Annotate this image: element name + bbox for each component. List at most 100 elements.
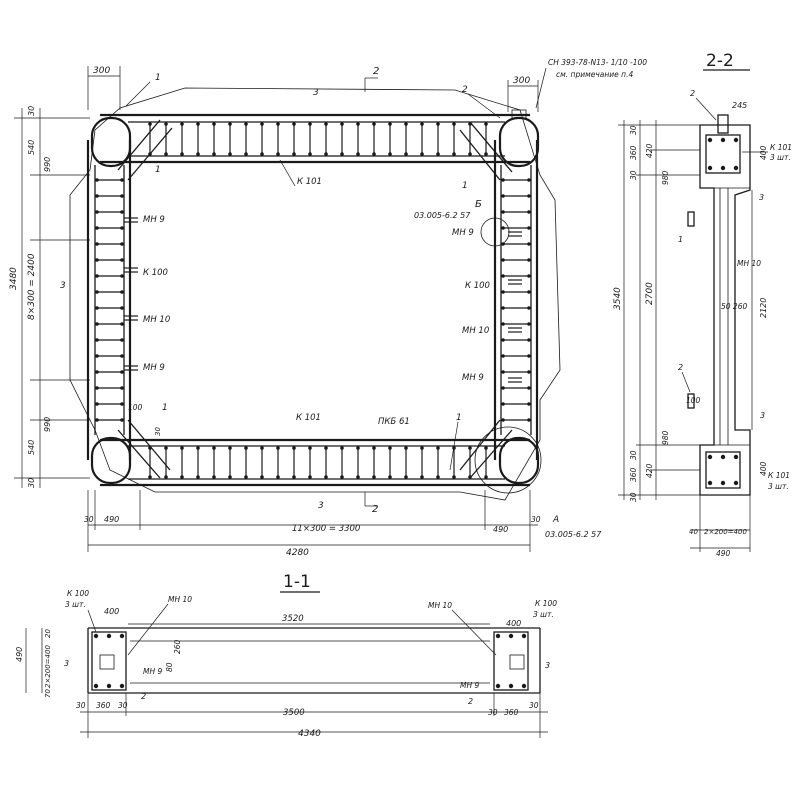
- right-column: [493, 140, 539, 460]
- bar-dot: [95, 370, 99, 374]
- embedded-plates: [124, 217, 522, 383]
- s11-label-3-left: 3: [64, 659, 69, 668]
- bar-dot: [276, 122, 280, 126]
- s22-label-2-top: 2: [690, 89, 695, 98]
- bar-dot: [119, 633, 125, 639]
- s22-dim-2120: 2120: [759, 298, 768, 318]
- bar-dot: [707, 137, 713, 143]
- bar-dot: [527, 210, 531, 214]
- section-1-1-bars: [93, 633, 527, 689]
- bar-dot: [404, 475, 408, 479]
- plan-left-dimensions: 30 540 990 3480 8×300 = 2400 990 540 30 …: [9, 106, 90, 488]
- bar-dot: [120, 242, 124, 246]
- bar-dot: [495, 633, 501, 639]
- label-3-top: 3: [313, 88, 319, 98]
- bar-dot: [292, 446, 296, 450]
- bar-dot: [340, 475, 344, 479]
- bar-dot: [244, 475, 248, 479]
- label-1-top-right: 1: [462, 181, 468, 191]
- corner-loops: [90, 116, 540, 485]
- s22-dim-2700: 2700: [645, 282, 655, 305]
- bar-dot: [501, 322, 505, 326]
- s11-dim-30c: 30: [488, 708, 498, 717]
- bar-dot: [228, 152, 232, 156]
- s11-dim-30b: 30: [118, 701, 128, 710]
- bar-dot: [308, 446, 312, 450]
- bar-dot: [501, 418, 505, 422]
- s22-dim-245: 245: [732, 101, 747, 110]
- s22-label-mn10: МН 10: [737, 259, 761, 268]
- s22-label-1: 1: [678, 235, 683, 244]
- s11-label-k100-right: К 100: [535, 599, 557, 608]
- s22-dim-400-top: 400: [759, 145, 768, 160]
- bar-dot: [95, 274, 99, 278]
- dim-bottom-490-left: 490: [104, 515, 119, 524]
- dim-left-540-bot: 540: [27, 440, 36, 455]
- s11-dim-360a: 360: [96, 701, 111, 710]
- bar-dot: [720, 454, 726, 460]
- bar-dot: [260, 152, 264, 156]
- bar-dot: [452, 122, 456, 126]
- s22-dim-30a: 30: [629, 125, 638, 135]
- label-k101-bottom: К 101: [296, 413, 321, 423]
- dim-left-540-top: 540: [27, 140, 36, 155]
- section-2-2-top-bars: [707, 137, 739, 171]
- s11-label-2-left: 2: [141, 692, 146, 701]
- s22-label-2-mid: 2: [678, 363, 683, 372]
- bar-dot: [707, 480, 713, 486]
- bar-dot: [244, 122, 248, 126]
- bar-dot: [95, 226, 99, 230]
- bar-dot: [196, 152, 200, 156]
- bar-dot: [119, 683, 125, 689]
- bar-dot: [527, 370, 531, 374]
- label-3-bottom: 3: [318, 501, 324, 511]
- bar-dot: [180, 475, 184, 479]
- right-column-ties: [501, 178, 531, 422]
- s22-dim-400-bot: 400: [759, 461, 768, 476]
- bar-dot: [356, 446, 360, 450]
- s22-dim-420: 420: [645, 143, 654, 158]
- bar-dot: [527, 274, 531, 278]
- bar-dot: [527, 402, 531, 406]
- dim-left-2400: 8×300 = 2400: [27, 253, 37, 320]
- label-1-top-left: 1: [155, 165, 161, 175]
- bar-dot: [527, 386, 531, 390]
- bar-dot: [244, 446, 248, 450]
- label-2-top: 2: [462, 85, 468, 95]
- bar-dot: [95, 354, 99, 358]
- s22-dim-980b: 980: [661, 430, 670, 445]
- s11-dim-30a: 30: [76, 701, 86, 710]
- bar-dot: [501, 290, 505, 294]
- bar-dot: [521, 633, 527, 639]
- top-beam-stirrups: [148, 122, 488, 156]
- bar-dot: [95, 386, 99, 390]
- label-k100-right: К 100: [465, 281, 490, 291]
- bar-dot: [501, 354, 505, 358]
- bar-dot: [164, 446, 168, 450]
- dim-left-30-top: 30: [27, 106, 36, 116]
- bar-dot: [212, 152, 216, 156]
- bar-dot: [212, 122, 216, 126]
- dim-bottom-span: 11×300 = 3300: [292, 524, 360, 534]
- bar-dot: [468, 152, 472, 156]
- bar-dot: [484, 446, 488, 450]
- s22-dim-100: 100: [686, 396, 701, 405]
- s22-dim-980: 980: [661, 170, 670, 185]
- s22-dim-40: 40: [689, 528, 698, 536]
- bar-dot: [404, 152, 408, 156]
- bar-dot: [164, 122, 168, 126]
- dim-left-30-bot: 30: [27, 478, 36, 488]
- bar-dot: [452, 152, 456, 156]
- bar-dot: [527, 242, 531, 246]
- bar-dot: [436, 475, 440, 479]
- bar-dot: [95, 258, 99, 262]
- diagonal-bars: [117, 119, 513, 479]
- bar-dot: [260, 446, 264, 450]
- bar-dot: [436, 122, 440, 126]
- bar-dot: [196, 475, 200, 479]
- bar-dot: [452, 475, 456, 479]
- s11-dim-490: 490: [15, 647, 24, 662]
- bar-dot: [228, 475, 232, 479]
- label-node-a-ref: 03.005-6.2 57: [545, 530, 602, 539]
- bar-dot: [501, 210, 505, 214]
